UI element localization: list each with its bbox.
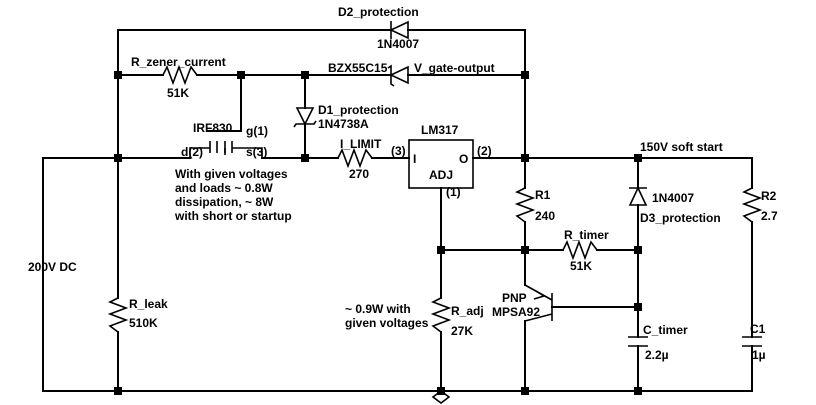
r2-resistor [741, 187, 763, 223]
r-adj-resistor [430, 297, 452, 333]
pnp-transistor [524, 284, 553, 322]
d2-part-label: 1N4007 [377, 37, 419, 51]
lm317-pin-in-label: I [413, 152, 416, 166]
r1-resistor [514, 187, 536, 223]
r-adj-name-label: R_adj [451, 304, 484, 318]
junction-dot [114, 71, 122, 79]
r-timer-value-label: 51K [570, 259, 592, 273]
v-gate-output-label: V_gate-output [414, 61, 495, 75]
r-timer-name-label: R_timer [564, 228, 609, 242]
soft-start-label: 150V soft start [640, 140, 723, 154]
mosfet-part-label: IRF830 [193, 121, 233, 135]
junction-dot [521, 246, 529, 254]
junction-dot [521, 71, 529, 79]
mosfet-note-line-2: and loads ~ 0.8W [175, 181, 273, 195]
r2-value-label: 2.7 [761, 209, 778, 223]
bzx55c15-zener-diode [387, 64, 409, 87]
c-timer-name-label: C_timer [643, 323, 688, 337]
irf830-mosfet [189, 130, 263, 158]
junction-dot [634, 154, 642, 162]
mosfet-note-line-3: dissipation, ~ 8W [175, 195, 274, 209]
pnp-part-label: MPSA92 [492, 305, 540, 319]
mosfet-source-label: s(3) [246, 145, 267, 159]
lm317-pin-adj-label: ADJ [429, 168, 453, 182]
junctions [114, 71, 642, 395]
junction-dot [301, 154, 309, 162]
junction-dot [521, 387, 529, 395]
mosfet-note-line-4: with short or startup [174, 209, 292, 223]
r-leak-value-label: 510K [129, 316, 158, 330]
r-timer-resistor [562, 239, 598, 261]
lm317-num-adj-label: (1) [446, 185, 461, 199]
supply-label: 200V DC [28, 260, 77, 274]
junction-dot [237, 71, 245, 79]
junction-dot [634, 246, 642, 254]
r-zener-current-resistor [162, 64, 198, 86]
mosfet-gate-label: g(1) [246, 124, 268, 138]
c1-capacitor [742, 336, 762, 347]
junction-dot [634, 303, 642, 311]
d1-protection-zener-diode [293, 107, 317, 128]
i-limit-name-label: I_LIMIT [340, 137, 382, 151]
r-zener-value-label: 51K [167, 86, 189, 100]
lm317-regulator [408, 139, 474, 189]
pnp-type-label: PNP [502, 291, 527, 305]
c1-name-label: C1 [750, 322, 766, 336]
r-adj-value-label: 27K [451, 324, 473, 338]
d3-name-label: D3_protection [640, 211, 721, 225]
mosfet-drain-label: d(2) [181, 145, 203, 159]
junction-dot [521, 154, 529, 162]
i-limit-resistor [337, 147, 373, 169]
mosfet-note-line-1: With given voltages [175, 167, 288, 181]
r1-name-label: R1 [535, 188, 551, 202]
lm317-part-label: LM317 [421, 123, 459, 137]
r-zener-name-label: R_zener_current [131, 55, 226, 69]
d2-protection-diode [389, 20, 409, 40]
d1-name-label: D1_protection [318, 103, 399, 117]
c-timer-value-label: 2.2µ [645, 348, 669, 362]
lm317-num-in-label: (3) [391, 144, 406, 158]
wires [42, 29, 753, 392]
junction-dot [114, 154, 122, 162]
lm317-pin-out-label: O [459, 152, 468, 166]
junction-dot [437, 246, 445, 254]
ground-symbol [431, 390, 451, 404]
r2-name-label: R2 [761, 189, 777, 203]
r-leak-resistor [107, 297, 129, 333]
r-adj-note-line-2: given voltages [345, 316, 429, 330]
r-adj-note-line-1: ~ 0.9W with [345, 302, 411, 316]
junction-dot [634, 387, 642, 395]
c-timer-capacitor [628, 336, 648, 347]
bzx-part-label: BZX55C15 [328, 61, 388, 75]
r1-value-label: 240 [535, 209, 555, 223]
r-leak-name-label: R_leak [129, 297, 168, 311]
d3-part-label: 1N4007 [652, 191, 694, 205]
labels: D2_protection 1N4007 R_zener_current 51K… [28, 5, 778, 362]
c1-value-label: 1µ [752, 348, 766, 362]
lm317-num-out-label: (2) [477, 144, 492, 158]
junction-dot [114, 387, 122, 395]
d2-name-label: D2_protection [338, 5, 419, 19]
junction-dot [301, 71, 309, 79]
d1-part-label: 1N4738A [318, 117, 369, 131]
i-limit-value-label: 270 [349, 167, 369, 181]
d3-protection-diode [628, 186, 648, 206]
